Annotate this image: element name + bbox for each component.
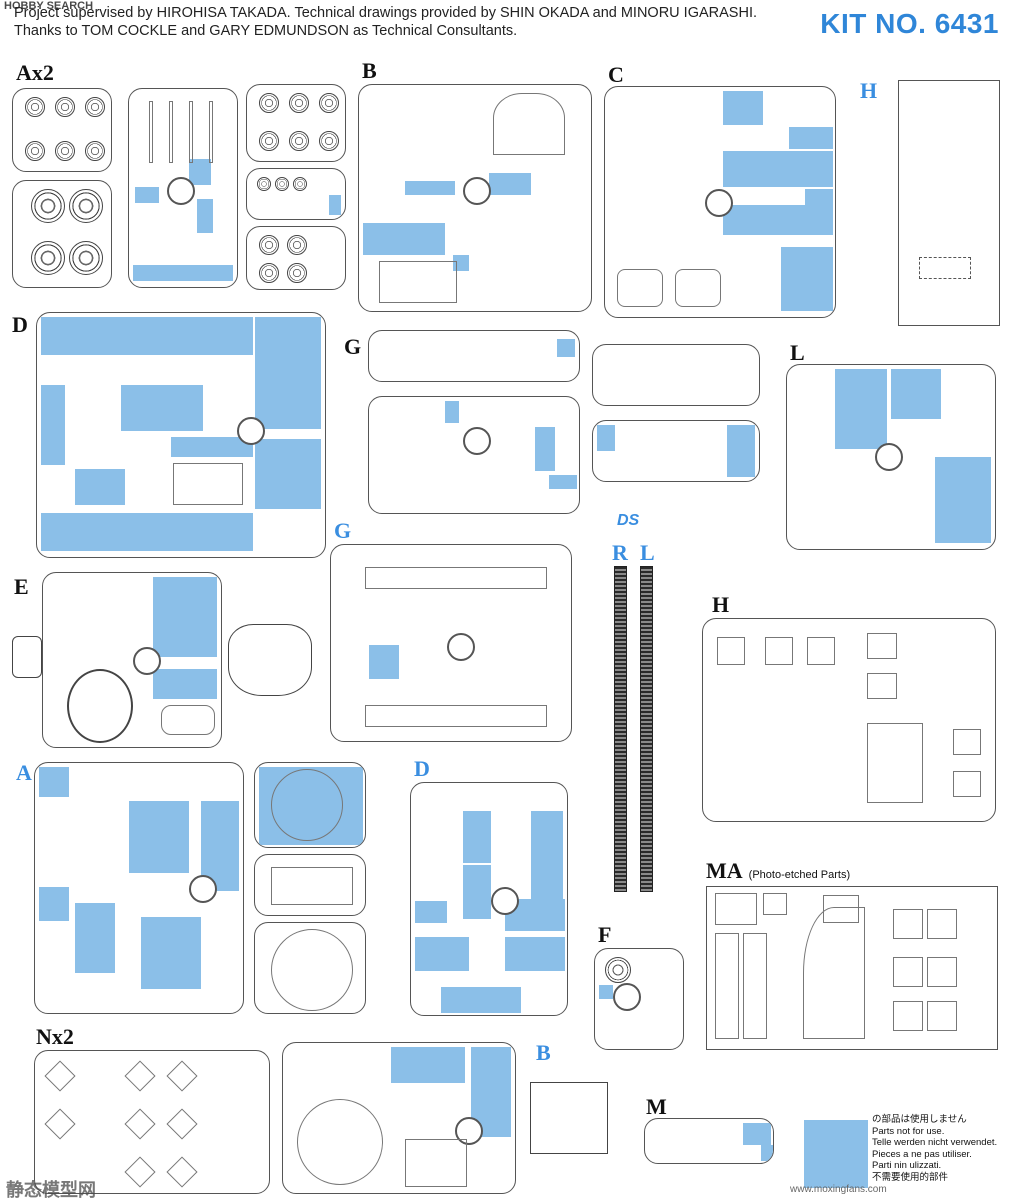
sprue-ax2-wheels-top <box>12 88 112 172</box>
sprue-b <box>358 84 592 312</box>
ds-logo: DS <box>617 512 640 529</box>
sprue-f <box>594 948 684 1050</box>
watermark-hobby-search: HOBBY SEARCH <box>4 0 94 12</box>
track-left <box>640 566 653 892</box>
track-right <box>614 566 627 892</box>
watermark-url: www.moxingfans.com <box>790 1184 887 1195</box>
sprue-ax2-sprockets <box>12 180 112 288</box>
track-label-r: R <box>612 540 628 565</box>
sprue-g-extra-bottom <box>592 420 760 482</box>
sprue-m <box>644 1118 774 1164</box>
watermark-cn: 静态模型网 <box>6 1180 96 1200</box>
rear-plate-drawing <box>530 1082 608 1154</box>
turret-drawing <box>228 624 312 696</box>
sprue-e <box>42 572 222 748</box>
legend-line-fr: Pieces a ne pas utiliser. <box>872 1148 972 1160</box>
sprue-label-b: B <box>362 58 377 83</box>
legend-swatch <box>804 1120 868 1188</box>
sprue-c <box>604 86 836 318</box>
sprue-label-h-top: H <box>860 78 878 103</box>
legend-line-en: Parts not for use. <box>872 1125 945 1137</box>
sprue-n <box>34 1050 270 1194</box>
sprue-h <box>702 618 996 822</box>
sprue-label-b-blue: B <box>536 1040 551 1065</box>
sprue-g-bottom <box>368 396 580 514</box>
legend-text: の部品は使用しません Parts not for use. Telle werd… <box>872 1114 997 1184</box>
sprue-ax2-road-wheels <box>246 226 346 290</box>
sprue-label-g-blue: G <box>334 518 352 543</box>
photo-etch-fret <box>706 886 998 1050</box>
sprue-a <box>34 762 244 1014</box>
sprue-label-a: A <box>16 760 32 785</box>
sprue-b-lower <box>282 1042 516 1194</box>
sprue-a-right-bottom <box>254 922 366 1014</box>
legend-line-it: Parti nin ulizzati. <box>872 1160 942 1172</box>
sprue-ax2-center <box>128 88 238 288</box>
sprue-label-d-blue: D <box>414 756 430 781</box>
sprue-a-right-top <box>254 762 366 848</box>
sprue-ax2-small-wheels <box>246 168 346 220</box>
sprue-label-c: C <box>608 62 624 87</box>
credits-line-1: Project supervised by HIROHISA TAKADA. T… <box>14 5 758 21</box>
legend-line-ja: の部品は使用しません <box>872 1114 967 1125</box>
sprue-label-g: G <box>344 334 362 359</box>
sprue-label-d: D <box>12 312 28 337</box>
hull-drawing <box>898 80 1000 326</box>
track-label-l: L <box>640 540 655 565</box>
sprue-l <box>786 364 996 550</box>
kit-number: KIT NO. 6431 <box>820 8 999 39</box>
sprue-label-e: E <box>14 574 29 599</box>
sprue-label-ax2: Ax2 <box>16 60 54 85</box>
sprue-label-h: H <box>712 592 730 617</box>
sprue-g-extra-top <box>592 344 760 406</box>
sprue-d-lower <box>410 782 568 1016</box>
sprue-g-top <box>368 330 580 382</box>
sprue-g-large <box>330 544 572 742</box>
sprue-label-nx2: Nx2 <box>36 1024 74 1049</box>
sprue-d <box>36 312 326 558</box>
sprue-a-right-mid <box>254 854 366 916</box>
ma-note: (Photo-etched Parts) <box>748 869 851 881</box>
credits-line-2: Thanks to TOM COCKLE and GARY EDMUNDSON … <box>14 23 518 39</box>
credits-text: Project supervised by HIROHISA TAKADA. T… <box>14 4 794 40</box>
sprue-ax2-wheels-right <box>246 84 346 162</box>
ma-label-text: MA <box>706 858 743 883</box>
sprue-label-f: F <box>598 922 612 947</box>
legend-line-cn: 不需要使用的部件 <box>872 1171 949 1183</box>
legend-line-de: Telle werden nicht verwendet. <box>872 1137 998 1149</box>
sprue-label-m: M <box>646 1094 667 1119</box>
mantlet-drawing <box>12 636 42 678</box>
sprue-label-ma: MA (Photo-etched Parts) <box>706 858 850 884</box>
sprue-label-l: L <box>790 340 805 365</box>
